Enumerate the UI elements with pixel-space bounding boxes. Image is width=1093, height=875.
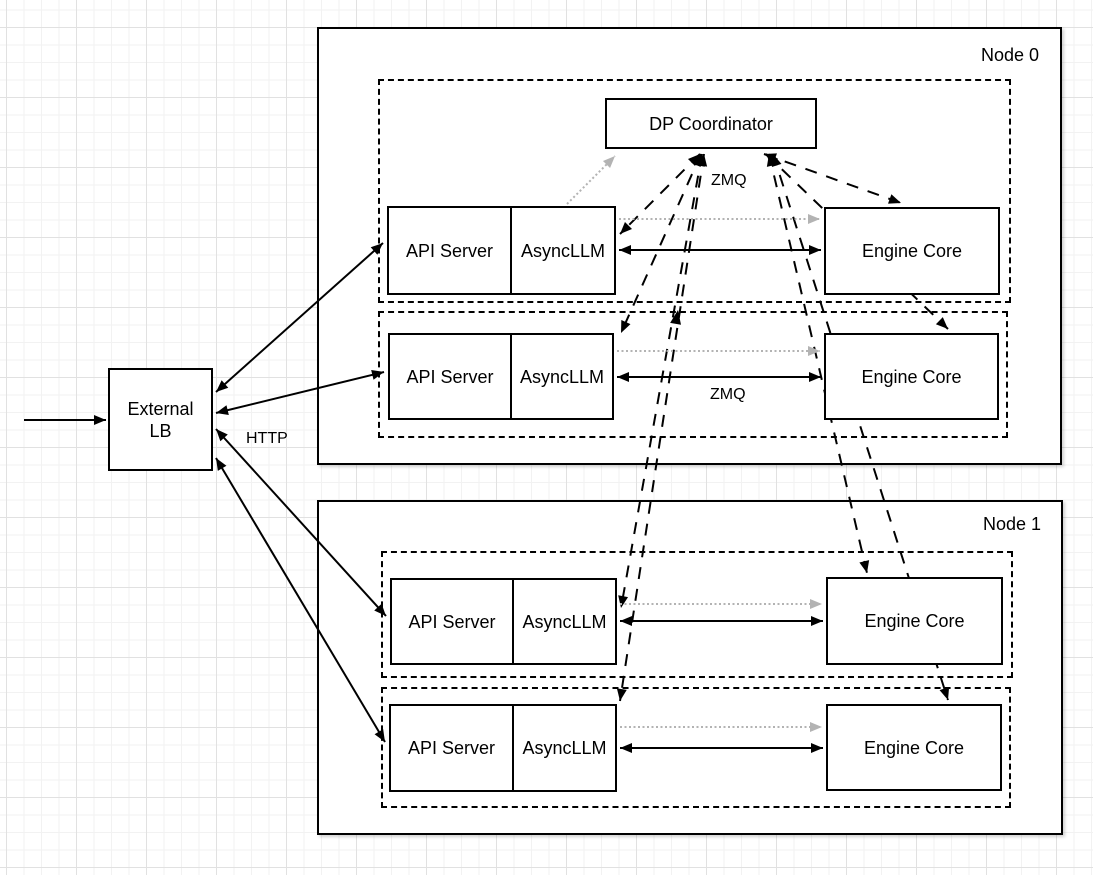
zmq-label-coordinator: ZMQ: [711, 172, 747, 189]
api-async-box-n1r0: API Server AsyncLLM: [390, 578, 617, 665]
async-llm-label: AsyncLLM: [519, 366, 605, 387]
async-llm-cell: AsyncLLM: [512, 208, 614, 293]
async-llm-cell: AsyncLLM: [514, 580, 615, 663]
api-server-label: API Server: [408, 611, 496, 632]
api-async-box-n0r1: API Server AsyncLLM: [388, 333, 614, 420]
engine-core-label: Engine Core: [863, 737, 965, 758]
engine-core-label: Engine Core: [861, 366, 962, 387]
http-label: HTTP: [246, 430, 288, 447]
api-server-cell: API Server: [390, 335, 512, 418]
async-llm-label: AsyncLLM: [522, 611, 607, 632]
api-server-cell: API Server: [389, 208, 512, 293]
node0-label: Node 0: [981, 45, 1040, 65]
dp-coordinator-box: DP Coordinator: [605, 98, 817, 149]
api-async-box-n0r0: API Server AsyncLLM: [387, 206, 616, 295]
api-server-label: API Server: [406, 366, 494, 387]
async-llm-label: AsyncLLM: [520, 240, 606, 261]
api-server-cell: API Server: [392, 580, 514, 663]
engine-core-box-n1r1: Engine Core: [826, 704, 1002, 791]
engine-core-label: Engine Core: [861, 241, 963, 261]
node1-label: Node 1: [983, 514, 1042, 534]
async-llm-cell: AsyncLLM: [514, 706, 615, 790]
api-server-cell: API Server: [391, 706, 514, 790]
engine-core-box-n0r0: Engine Core: [824, 207, 1000, 295]
async-llm-cell: AsyncLLM: [512, 335, 612, 418]
dp-coordinator-label: DP Coordinator: [649, 113, 773, 134]
async-llm-label: AsyncLLM: [522, 738, 607, 758]
engine-core-box-n0r1: Engine Core: [824, 333, 999, 420]
engine-core-label: Engine Core: [864, 611, 965, 631]
api-server-label: API Server: [407, 738, 496, 758]
zmq-label-row: ZMQ: [710, 386, 746, 403]
external-lb-label: External LB: [127, 398, 194, 441]
api-server-label: API Server: [405, 240, 494, 261]
api-async-box-n1r1: API Server AsyncLLM: [389, 704, 617, 792]
engine-core-box-n1r0: Engine Core: [826, 577, 1003, 665]
external-lb-box: External LB: [108, 368, 213, 471]
